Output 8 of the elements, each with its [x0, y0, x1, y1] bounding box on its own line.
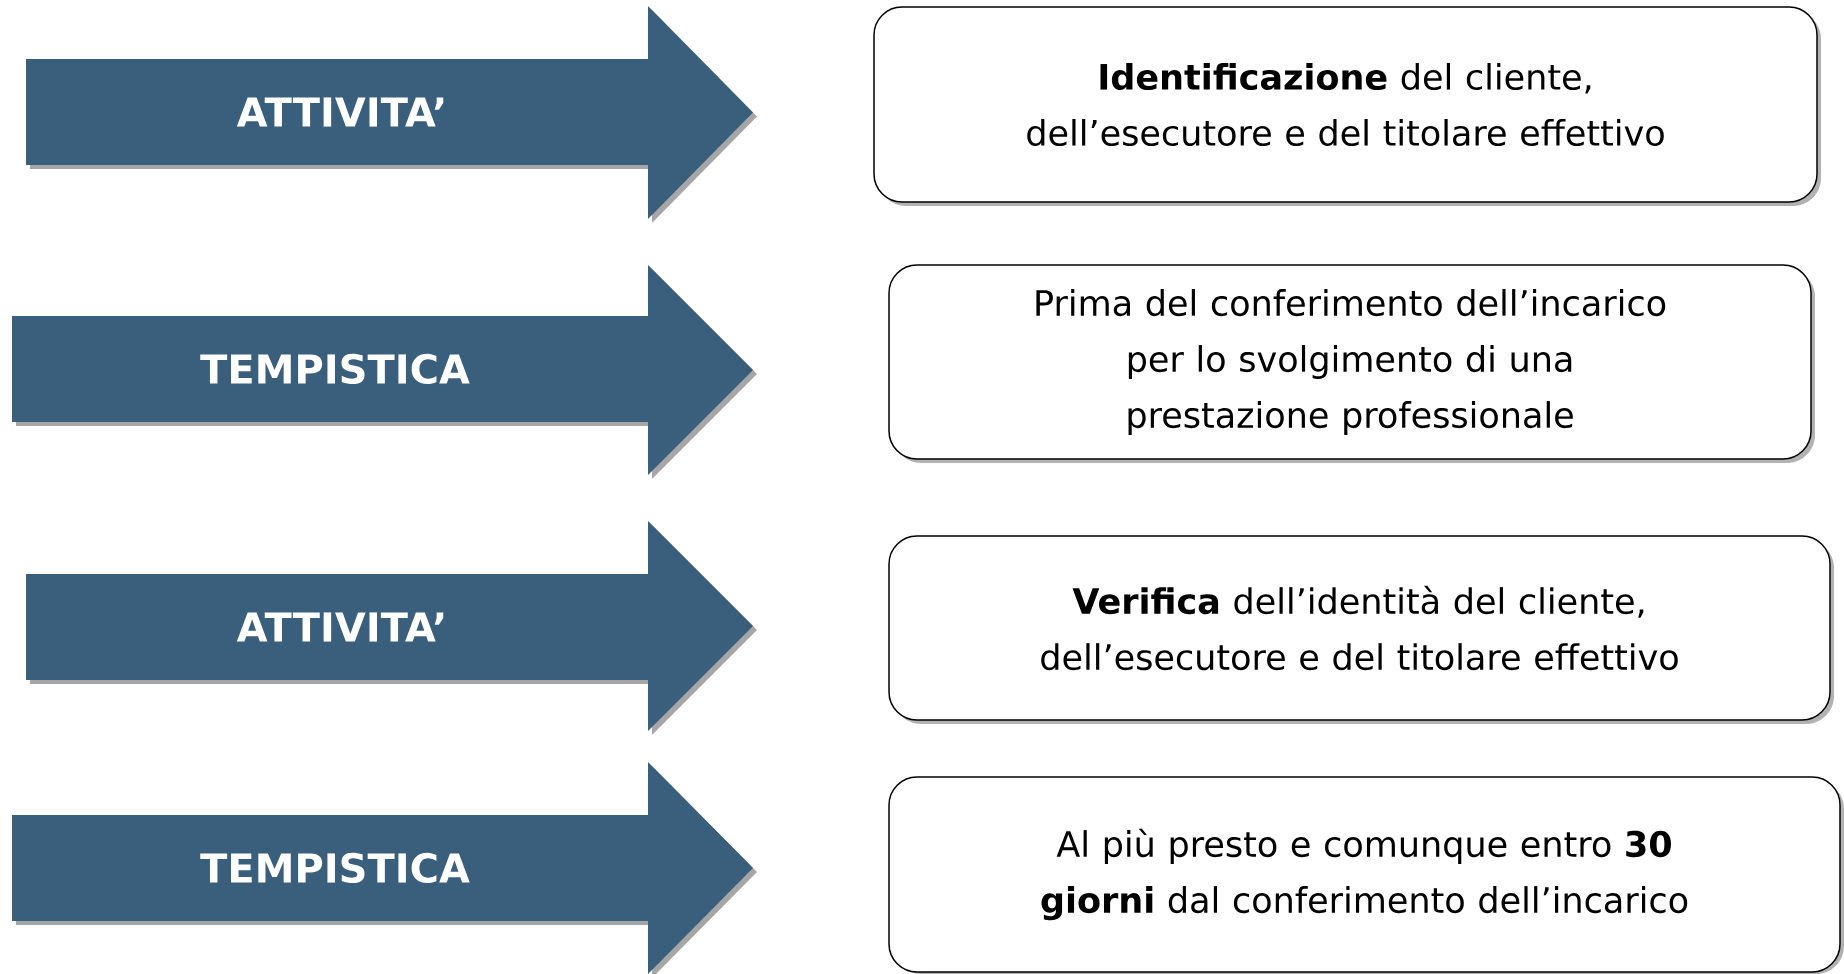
text-box: Prima del conferimento dell’incarico per lo svolgimento di una prestazione professionale: [888, 264, 1815, 463]
text-box: Verifica dell’identità del cliente, dell’esecutore e del titolare effettivo: [888, 535, 1834, 724]
arrow-shaped-banner: TEMPISTICA: [12, 762, 757, 974]
arrow-shaped-banner: ATTIVITA’: [26, 521, 757, 735]
arrow-shaped-banner: ATTIVITA’: [26, 6, 757, 223]
text-box: Al più presto e comunque entro 30 giorni dal conferimento dell’incarico: [888, 776, 1844, 974]
text-box: Identificazione del cliente, dell’esecutore e del titolare effettivo: [873, 6, 1821, 206]
arrow-shaped-banner: TEMPISTICA: [12, 265, 757, 479]
